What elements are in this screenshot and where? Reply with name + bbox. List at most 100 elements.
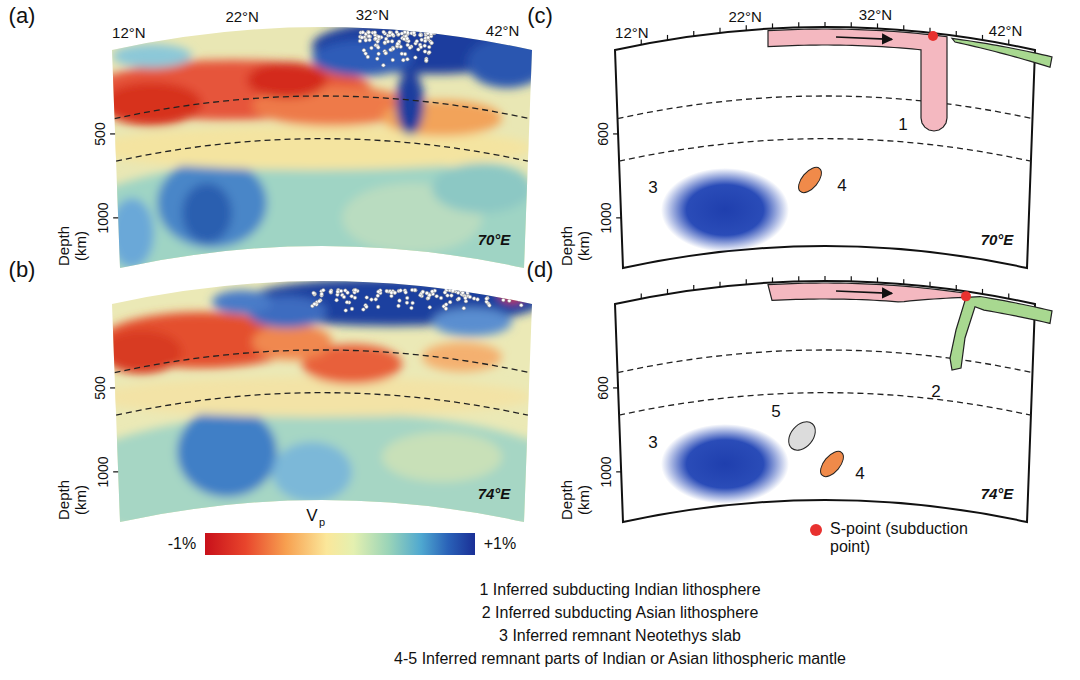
earthquake-dot: [476, 298, 480, 302]
earthquake-dot: [425, 59, 429, 63]
depth-value: 500: [93, 122, 108, 145]
discontinuity-line: [115, 96, 530, 119]
earthquake-dot: [336, 290, 340, 294]
earthquake-dot: [384, 37, 388, 41]
earthquake-dot: [389, 48, 393, 52]
note: 4-5 Inferred remnant parts of Indian or …: [394, 650, 846, 668]
latitude: 42°N: [486, 23, 520, 40]
earthquake-dot: [366, 55, 370, 59]
earthquake-dot: [405, 296, 409, 300]
discontinuity-line: [116, 393, 528, 415]
axis-title: Depth (km): [559, 221, 592, 271]
callout-number: 4: [855, 465, 864, 484]
earthquake-dot: [364, 39, 368, 43]
indian-lithosphere: [768, 283, 968, 302]
earthquake-dot: [403, 52, 407, 56]
latitude: 32°N: [356, 7, 390, 24]
earthquake-dot: [405, 37, 409, 41]
earthquake-dot: [365, 296, 369, 300]
earthquake-dot: [426, 31, 430, 35]
earthquake-dot: [498, 294, 502, 298]
axis-title: Depth (km): [559, 475, 592, 525]
earthquake-dot: [375, 57, 379, 61]
earthquake-dot: [370, 298, 374, 302]
callout-number: 3: [648, 179, 657, 198]
earthquake-dot: [507, 299, 511, 303]
earthquake-dot: [457, 297, 461, 301]
earthquake-dot: [404, 291, 408, 295]
velocity-anomaly: [432, 308, 512, 336]
earthquake-dot: [519, 303, 523, 307]
discontinuity-line: [115, 350, 530, 373]
earthquake-dot: [503, 290, 507, 294]
earthquake-dot: [512, 296, 516, 300]
neotethys-slab: [661, 168, 789, 252]
earthquake-dot: [410, 306, 414, 310]
earthquake-dot: [345, 300, 349, 304]
velocity-anomaly: [212, 290, 272, 314]
earthquake-dot: [382, 64, 386, 68]
tick-mark: [877, 277, 878, 282]
earthquake-dot: [423, 44, 427, 48]
asian-lithosphere: [952, 38, 1052, 67]
velocity-anomaly: [110, 198, 154, 268]
discontinuity-line: [618, 350, 1033, 373]
earthquake-dot: [395, 30, 399, 34]
earthquake-dot: [391, 58, 395, 62]
earthquake-dot: [419, 33, 423, 37]
depth-value: 1000: [96, 202, 111, 233]
velocity-anomaly: [247, 62, 327, 98]
earthquake-dot: [423, 50, 427, 54]
earthquake-dot: [439, 296, 443, 300]
axis-title: Depth (km): [56, 475, 89, 525]
earthquake-dot: [320, 292, 324, 296]
earthquake-dot: [365, 305, 369, 309]
panel-label: (c): [527, 4, 553, 28]
earthquake-dot: [384, 51, 388, 55]
velocity-anomaly: [177, 407, 277, 497]
earthquake-dot: [364, 38, 368, 42]
legend-text: S-point (subduction point): [830, 520, 970, 557]
earthquake-dot: [462, 306, 466, 310]
earthquake-dot: [411, 301, 415, 305]
tick-mark: [693, 285, 694, 290]
earthquake-dot: [496, 289, 500, 293]
earthquake-dot: [426, 31, 430, 35]
velocity-anomaly: [157, 158, 267, 248]
tick-mark: [719, 28, 720, 33]
earthquake-dot: [423, 39, 427, 43]
earthquake-dot: [466, 291, 470, 295]
colorbar-subscript: p: [319, 516, 325, 528]
depth-value: 1000: [96, 456, 111, 487]
callout-number: 3: [648, 434, 657, 453]
depth-tick: [113, 217, 118, 218]
discontinuity-line: [619, 393, 1031, 415]
tick-mark: [746, 279, 747, 284]
earthquake-dot: [485, 297, 489, 301]
earthquake-dot: [501, 289, 505, 293]
earthquake-dot: [488, 304, 492, 308]
earthquake-dot: [383, 41, 387, 45]
earthquake-dot: [483, 288, 487, 292]
tick-mark: [824, 276, 825, 281]
lithospheric-remnant: [783, 417, 820, 456]
earthquake-dot: [427, 51, 431, 55]
velocity-anomaly: [182, 183, 232, 243]
earthquake-dot: [382, 30, 386, 34]
earthquake-dot: [388, 31, 392, 35]
velocity-anomaly: [382, 432, 502, 482]
earthquake-dot: [420, 38, 424, 42]
indian-lithosphere: [768, 29, 947, 131]
earthquake-dot: [350, 307, 354, 311]
earthquake-dot: [366, 30, 370, 34]
earthquake-dot: [424, 59, 428, 63]
earthquake-dot: [522, 294, 526, 298]
section-outline: [615, 27, 1035, 268]
earthquake-dot: [491, 290, 495, 294]
earthquake-dot: [344, 309, 348, 313]
earthquake-dot: [376, 294, 380, 298]
earthquake-dot: [367, 35, 371, 39]
earthquake-dot: [388, 31, 392, 35]
tick-mark: [929, 282, 930, 287]
